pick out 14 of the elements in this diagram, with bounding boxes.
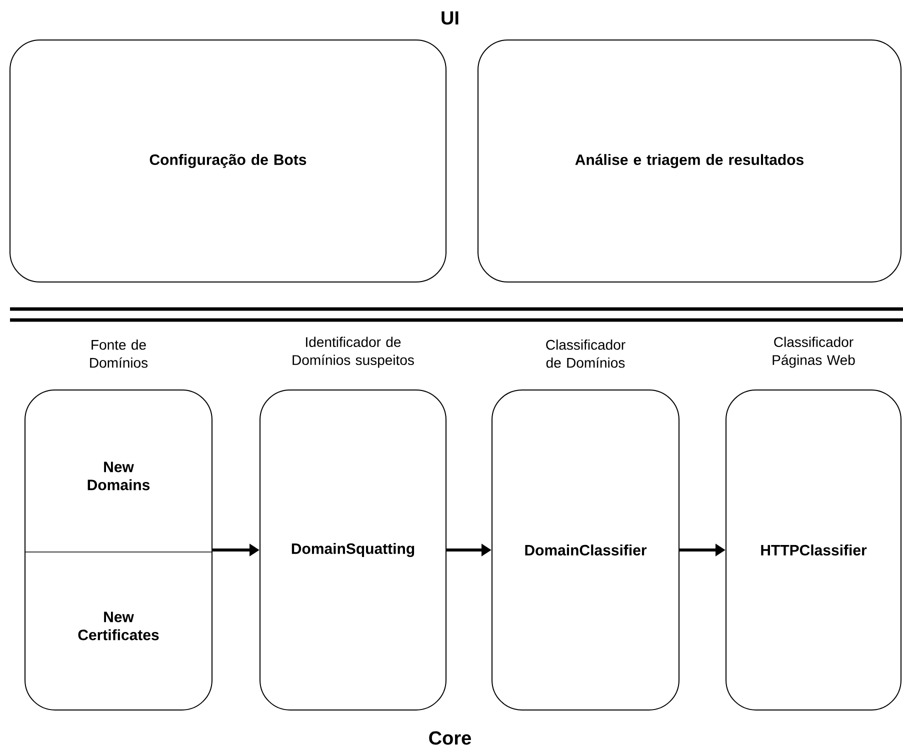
process-box: Configuração de Bots	[10, 40, 446, 282]
source-box	[24, 390, 212, 710]
node-caption: Classificador Páginas Web	[772, 336, 855, 368]
node-label: New Domains	[88, 462, 150, 490]
process-box: DomainClassifier	[492, 390, 680, 710]
process-box: HTTPClassifier	[726, 390, 902, 710]
node-caption: Fonte de Domínios	[90, 340, 148, 368]
section-title: UI	[442, 11, 458, 25]
node-label: New Certificates	[78, 612, 159, 640]
section-title: Core	[429, 731, 471, 745]
node-caption: Identificador de Domínios suspeitos	[292, 336, 414, 368]
process-box: DomainSquatting	[260, 390, 446, 710]
node-caption: Classificador de Domínios	[546, 340, 626, 368]
process-box: Análise e triagem de resultados	[478, 40, 902, 282]
